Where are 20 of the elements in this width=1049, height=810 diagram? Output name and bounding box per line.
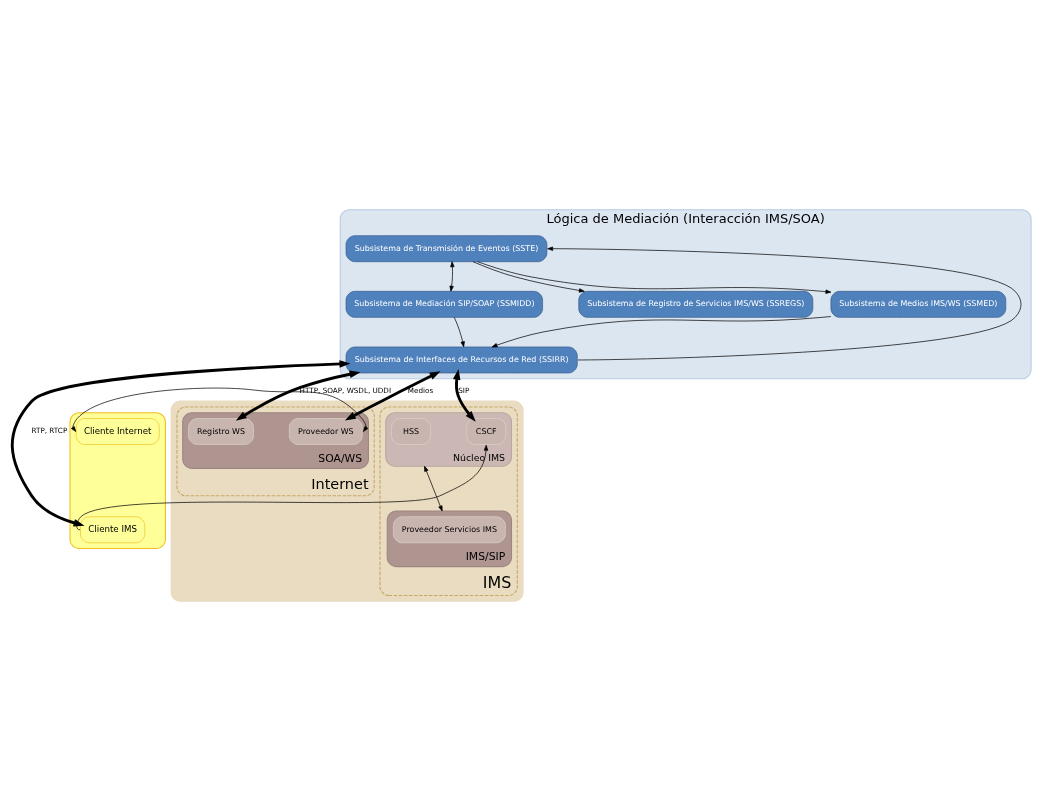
arrow <box>449 260 455 292</box>
arrow <box>472 260 585 293</box>
arrow <box>547 246 1022 360</box>
arrow <box>344 370 441 420</box>
edge-label: Medios <box>407 385 434 395</box>
arrow <box>491 315 832 347</box>
arrow <box>453 316 465 347</box>
arrow <box>235 370 361 421</box>
arrow <box>71 387 369 432</box>
arrow <box>10 359 351 527</box>
arrow <box>477 260 832 294</box>
node-box: Cliente IMS <box>80 515 146 543</box>
arrow <box>76 444 489 530</box>
node-box: Cliente Internet <box>75 417 160 445</box>
edge-label: SIP <box>458 385 470 395</box>
edge-label: HTTP, SOAP, WSDL, UDDI <box>299 385 392 395</box>
cluster <box>170 400 524 602</box>
arrow <box>452 368 476 422</box>
edge-label: RTP, RTCP <box>31 425 68 435</box>
arrow <box>424 465 443 511</box>
